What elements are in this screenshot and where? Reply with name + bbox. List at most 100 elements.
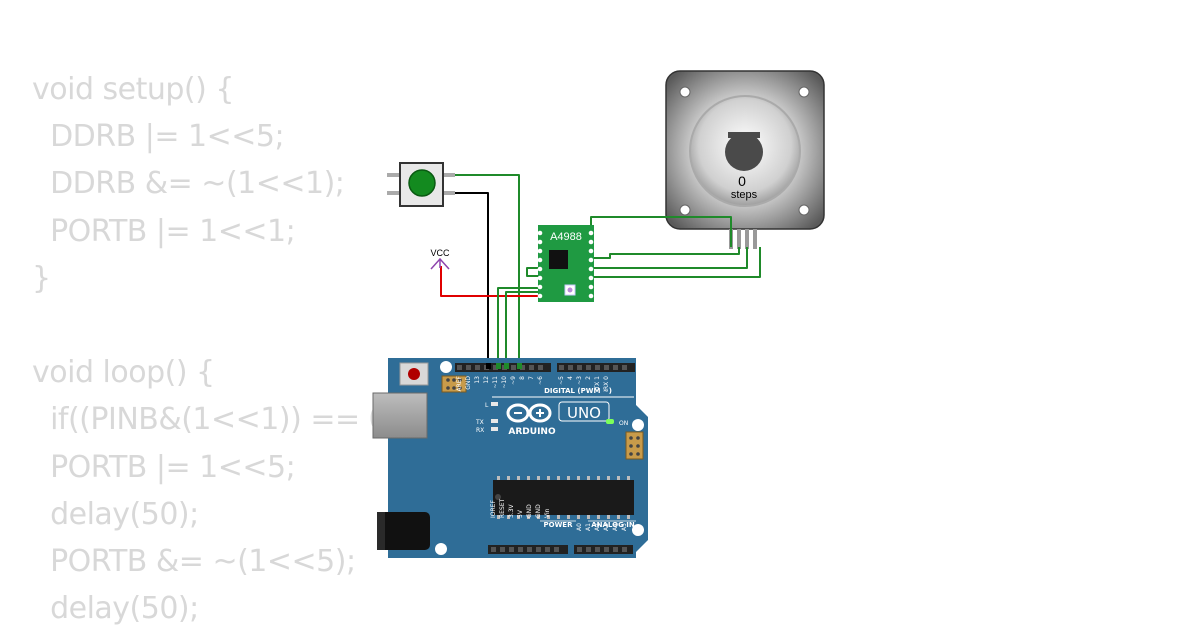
arduino-top-pin-label: ~5 <box>558 376 565 385</box>
arduino-mount-hole-2 <box>632 419 644 431</box>
arduino-header-analog[interactable] <box>574 545 633 554</box>
arduino-infinity-logo <box>506 403 552 423</box>
code-line: DDRB |= 1<<5; <box>32 119 285 155</box>
stepper-shaft-flat <box>728 132 760 138</box>
arduino-top-pin-label: AREF <box>456 375 463 391</box>
button-leg-right-top <box>441 173 455 177</box>
driver-right-pins[interactable] <box>588 230 594 299</box>
arduino-power-pin-label: Vin <box>544 508 551 518</box>
wire-button-to-gnd[interactable] <box>441 192 489 368</box>
button-leg-left-bottom <box>387 191 401 195</box>
arduino-led-tx <box>491 419 498 423</box>
arduino-power-label: POWER <box>544 521 574 529</box>
arduino-power-pin-label: GND <box>526 504 533 518</box>
arduino-top-pin-label: 13 <box>474 376 481 384</box>
wire-button-to-pin9[interactable] <box>441 174 520 368</box>
stepper-pin-3[interactable] <box>745 229 749 249</box>
arduino-led-tx-label: TX <box>475 419 484 426</box>
arduino-icsp-header <box>441 375 467 393</box>
wire-driver-1a-to-stepper[interactable] <box>593 247 748 269</box>
stepper-pin-4[interactable] <box>753 229 757 249</box>
stepper-steps-unit: steps <box>731 189 758 201</box>
driver-potentiometer-knob <box>567 287 573 293</box>
arduino-top-pin-label: ~9 <box>510 376 517 385</box>
arduino-led-l-label: L <box>485 402 489 409</box>
arduino-power-pin-label: IOREF <box>490 500 497 518</box>
arduino-model-badge <box>558 401 610 422</box>
arduino-top-pin-label: ~6 <box>537 376 544 385</box>
arduino-analog-pin-label: A4 <box>612 523 619 531</box>
arduino-top-pin-label: 7 <box>528 376 535 380</box>
stepper-motor[interactable]: 0 steps <box>665 70 825 249</box>
code-line: delay(50); <box>32 591 199 627</box>
wire-driver-1b-to-stepper[interactable] <box>593 247 761 278</box>
driver-chip <box>549 250 568 269</box>
arduino-icsp-right <box>625 431 644 460</box>
arduino-reset-button[interactable] <box>408 368 420 380</box>
arduino-mount-hole-1 <box>440 361 452 373</box>
arduino-analog-pin-label: A2 <box>594 523 601 531</box>
arduino-on-led <box>606 419 614 424</box>
arduino-top-pin-label: RX 0 <box>603 376 610 390</box>
arduino-microcontroller-chip <box>493 480 634 515</box>
code-editor-text: void setup() { DDRB |= 1<<5; DDRB &= ~(1… <box>32 66 418 632</box>
driver-label: A4988 <box>550 231 582 243</box>
arduino-led-l <box>491 402 498 406</box>
arduino-power-jack-rim <box>377 512 385 550</box>
arduino-top-pin-label: 2 <box>585 376 592 380</box>
wire-driver-2a-to-stepper[interactable] <box>593 247 740 259</box>
code-line: void setup() { <box>32 72 234 107</box>
arduino-top-pin-label: TX 1 <box>594 376 601 391</box>
code-line: PORTB |= 1<<1; <box>32 213 296 249</box>
button-cap[interactable] <box>408 169 436 197</box>
push-button[interactable] <box>387 162 455 207</box>
arduino-brand: ARDUINO <box>508 427 556 437</box>
arduino-power-pin-label: 3.3V <box>508 503 515 518</box>
arduino-chip-pins <box>497 476 630 519</box>
arduino-analog-pin-label: A0 <box>576 523 583 531</box>
arduino-power-pin-label: GND <box>535 504 542 518</box>
wire-driver-dir-to-pin11[interactable] <box>505 291 540 368</box>
code-line: } <box>32 260 51 296</box>
driver-left-pins[interactable] <box>537 230 543 299</box>
code-line: PORTB &= ~(1<<5); <box>32 543 356 579</box>
a4988-driver[interactable]: A4988 <box>537 225 594 302</box>
arduino-led-rx-label: RX <box>476 427 484 434</box>
arduino-on-label: ON <box>619 420 628 427</box>
stepper-shaft <box>725 133 763 171</box>
arduino-mount-hole-3 <box>632 524 644 536</box>
arduino-top-pin-label: 4 <box>567 376 574 380</box>
arduino-mount-hole-4 <box>435 543 447 555</box>
arduino-analog-label: ANALOG IN <box>591 521 635 529</box>
stepper-steps-value: 0 <box>738 173 746 189</box>
stepper-mount-hole-bl <box>679 204 691 216</box>
arduino-top-pin-label: ~3 <box>576 376 583 385</box>
vcc-symbol: VCC <box>430 248 450 270</box>
arduino-power-pin-label: RESET <box>499 498 506 518</box>
arduino-led-rx <box>491 427 498 431</box>
arduino-power-jack <box>377 512 430 550</box>
arduino-power-pin-label: 5V <box>517 509 524 518</box>
button-leg-right-bottom <box>441 191 455 195</box>
arduino-header-pin-holes-bottom <box>491 547 627 552</box>
arduino-top-pin-label: ~11 <box>492 376 499 389</box>
arduino-top-pin-label: ~10 <box>501 376 508 389</box>
arduino-analog-pin-label: A5 <box>621 523 628 531</box>
arduino-usb-port <box>372 392 428 439</box>
arduino-analog-pin-label: A1 <box>585 523 592 531</box>
arduino-analog-pin-label: A3 <box>603 523 610 531</box>
arduino-digital-label: DIGITAL (PWM ~) <box>544 387 612 395</box>
header-wire-ends <box>486 363 522 369</box>
code-line: void loop() { <box>32 355 215 391</box>
arduino-chip-notch <box>495 494 501 500</box>
code-line: delay(50); <box>32 496 199 532</box>
wire-driver-reset-sleep[interactable] <box>526 267 540 277</box>
button-leg-left-top <box>387 173 401 177</box>
wire-driver-step-to-pin12[interactable] <box>497 287 540 368</box>
stepper-pin-2[interactable] <box>737 229 741 249</box>
stepper-mount-hole-tl <box>679 86 691 98</box>
